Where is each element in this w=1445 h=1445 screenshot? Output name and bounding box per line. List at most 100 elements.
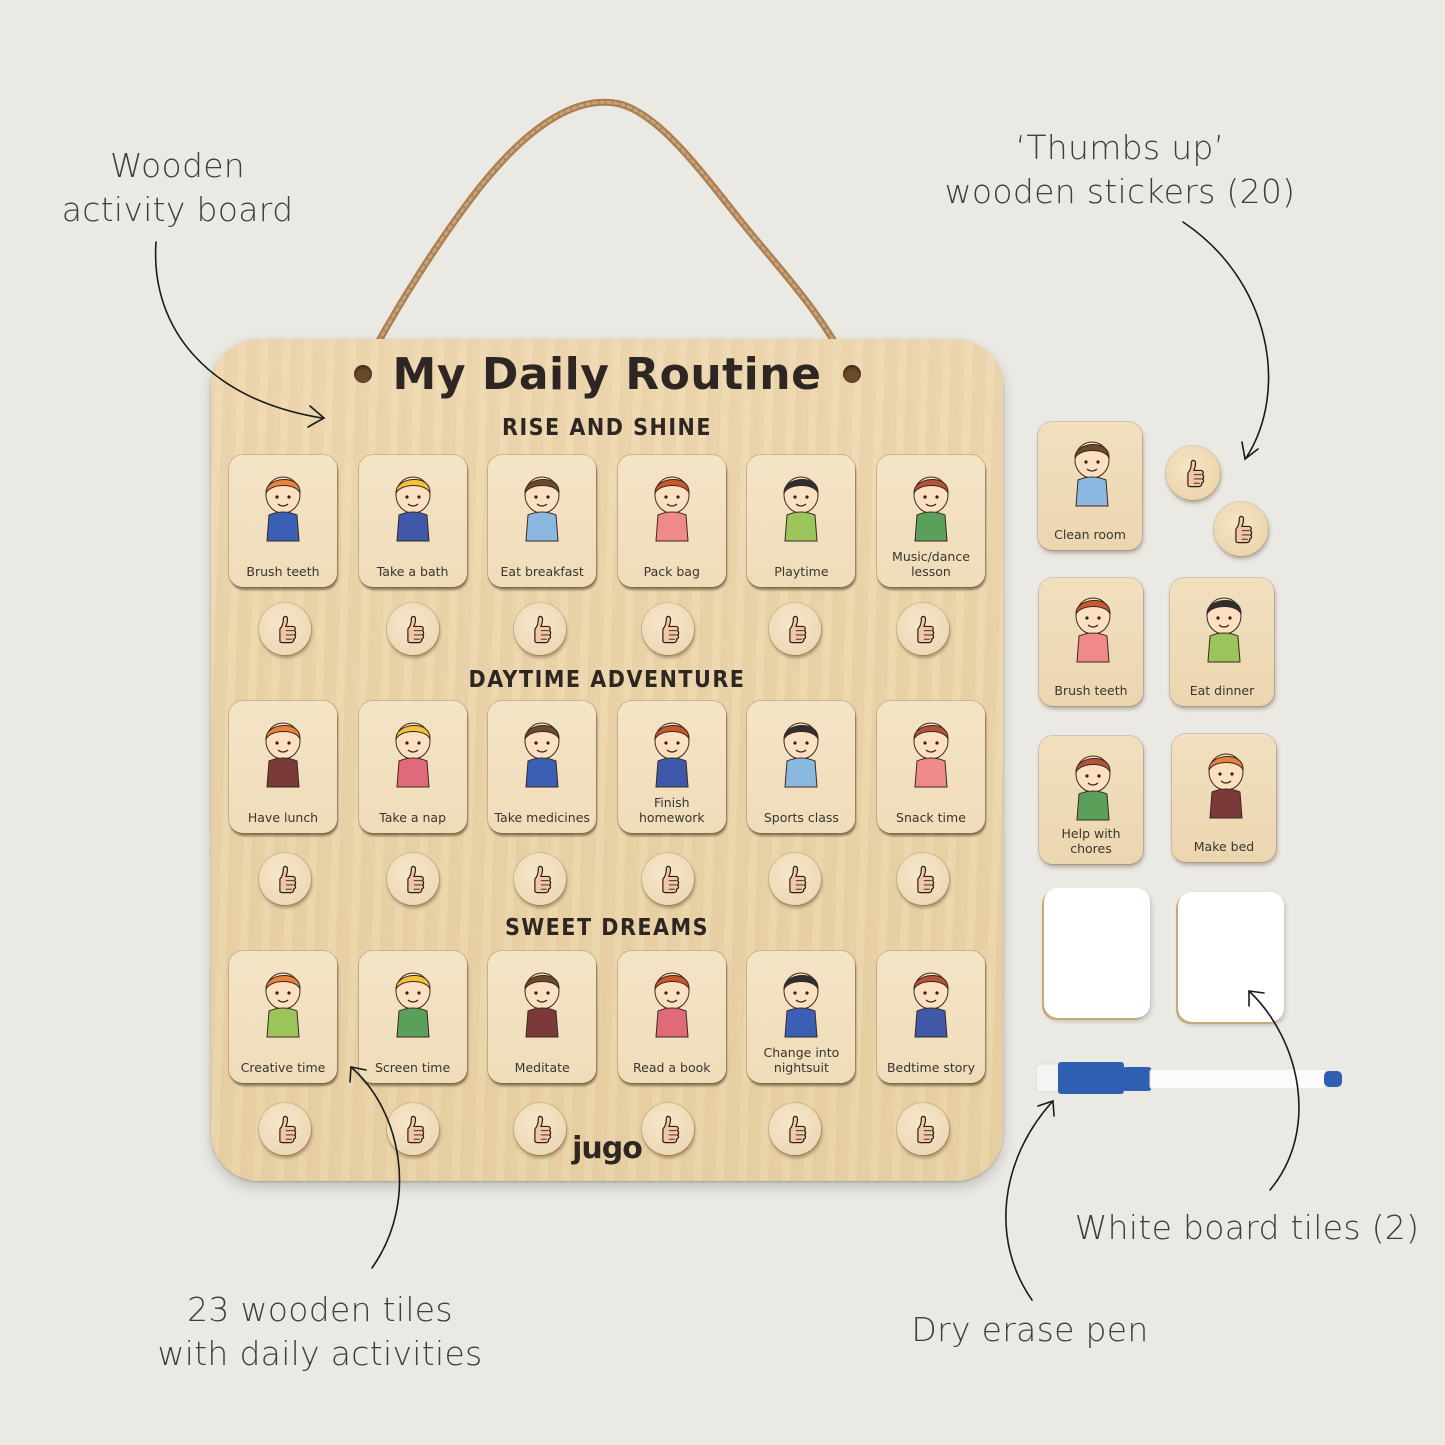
pajamas-icon xyxy=(759,963,843,1043)
thumbs-up-icon[interactable] xyxy=(769,853,822,905)
thumbs-up-icon[interactable] xyxy=(386,853,439,905)
wooden-activity-board: My Daily Routine RISE AND SHINE Brush te… xyxy=(211,339,1003,1181)
activity-tile[interactable]: Creative time xyxy=(229,951,337,1083)
activity-tile[interactable]: Change into nightsuit xyxy=(747,951,856,1083)
loose-tile[interactable]: Clean room xyxy=(1038,422,1142,550)
tile-row-daytime: Have lunch Take a nap Take medicines Fin… xyxy=(229,701,985,833)
thumbs-up-icon[interactable] xyxy=(641,1103,694,1155)
medicine-icon xyxy=(500,713,584,793)
loose-tile[interactable]: Eat dinner xyxy=(1170,578,1274,706)
activity-tile[interactable]: Meditate xyxy=(488,951,597,1083)
section-title-rise-and-shine: RISE AND SHINE xyxy=(502,415,712,441)
laptop-icon xyxy=(371,963,455,1043)
activity-tile-label: Finish homework xyxy=(638,795,705,825)
trash-bag-icon xyxy=(1050,432,1130,514)
thumbs-row-morning xyxy=(259,603,949,655)
annotation-wooden-tiles: 23 wooden tiles with daily activities xyxy=(157,1290,483,1373)
activity-tile[interactable]: Music/dance lesson xyxy=(876,455,985,587)
soccer-icon xyxy=(759,713,843,793)
activity-tile[interactable]: Sports class xyxy=(747,701,856,833)
thumbs-up-icon[interactable] xyxy=(514,1103,567,1155)
lunch-icon xyxy=(241,713,325,793)
loose-tile[interactable]: Brush teeth xyxy=(1039,578,1143,706)
thumbs-up-icon[interactable] xyxy=(896,853,949,905)
thumbs-up-icon[interactable] xyxy=(259,603,311,655)
activity-tile-label: Pack bag xyxy=(643,564,700,579)
loose-thumbs-up-sticker[interactable] xyxy=(1166,446,1220,500)
activity-tile[interactable]: Take a bath xyxy=(358,455,467,587)
tile-row-morning: Brush teeth Take a bath Eat breakfast Pa… xyxy=(229,455,985,587)
board-title: My Daily Routine xyxy=(392,349,822,400)
activity-tile-label: Screen time xyxy=(374,1060,451,1075)
section-title-sweet-dreams: SWEET DREAMS xyxy=(504,915,710,941)
activity-tile-label: Snack time xyxy=(896,810,966,825)
painting-icon xyxy=(241,963,325,1043)
thumbs-up-icon[interactable] xyxy=(259,1103,311,1155)
activity-tile[interactable]: Have lunch xyxy=(229,701,337,833)
backpack-icon xyxy=(630,467,714,547)
activity-tile[interactable]: Eat breakfast xyxy=(488,455,597,587)
annotation-wooden-board: Wooden activity board xyxy=(61,146,294,229)
activity-tile[interactable]: Screen time xyxy=(358,951,467,1083)
thumbs-up-icon[interactable] xyxy=(641,603,694,655)
loose-tile[interactable]: Make bed xyxy=(1172,734,1276,862)
activity-tile-label: Take medicines xyxy=(494,810,590,825)
guitar-icon xyxy=(889,467,973,547)
watering-can-icon xyxy=(1051,746,1131,828)
meditate-icon xyxy=(500,963,584,1043)
activity-tile[interactable]: Pack bag xyxy=(617,455,726,587)
thumbs-up-icon[interactable] xyxy=(386,603,439,655)
activity-tile[interactable]: Brush teeth xyxy=(229,455,337,587)
activity-tile-label: Eat breakfast xyxy=(500,564,584,579)
activity-tile-label: Playtime xyxy=(774,564,829,579)
activity-tile[interactable]: Bedtime story xyxy=(876,951,985,1083)
activity-tile-label: Brush teeth xyxy=(246,564,320,579)
breakfast-icon xyxy=(500,467,584,547)
bedtime-icon xyxy=(889,963,973,1043)
dry-erase-pen[interactable] xyxy=(1034,1058,1346,1098)
annotation-dry-erase-pen: Dry erase pen xyxy=(911,1310,1149,1349)
jugo-logo: jugo xyxy=(572,1131,643,1166)
activity-tile-label: Bedtime story xyxy=(886,1060,975,1075)
tile-row-evening: Creative time Screen time Meditate Read … xyxy=(229,951,985,1083)
thumbs-up-icon[interactable] xyxy=(769,603,822,655)
whiteboard-tile[interactable] xyxy=(1044,888,1150,1018)
activity-tile-label: Have lunch xyxy=(247,810,319,825)
activity-tile-label: Take a bath xyxy=(376,564,449,579)
thumbs-up-icon[interactable] xyxy=(641,853,694,905)
hanging-hole-right xyxy=(843,365,861,383)
activity-tile[interactable]: Take a nap xyxy=(358,701,467,833)
hanging-hole-left xyxy=(354,365,372,383)
activity-tile[interactable]: Take medicines xyxy=(488,701,597,833)
slide-icon xyxy=(759,467,843,547)
dinner-icon xyxy=(1182,588,1262,670)
thumbs-up-icon[interactable] xyxy=(769,1103,822,1155)
thumbs-up-icon[interactable] xyxy=(896,1103,949,1155)
activity-tile[interactable]: Playtime xyxy=(747,455,856,587)
thumbs-up-icon[interactable] xyxy=(259,853,311,905)
activity-tile-label: Meditate xyxy=(514,1060,570,1075)
book-icon xyxy=(630,963,714,1043)
nap-icon xyxy=(371,713,455,793)
activity-tile-label: Read a book xyxy=(633,1060,711,1075)
thumbs-up-icon[interactable] xyxy=(896,603,949,655)
activity-tile-label: Take a nap xyxy=(379,810,447,825)
homework-icon xyxy=(630,713,714,793)
activity-tile[interactable]: Finish homework xyxy=(617,701,726,833)
annotation-whiteboard-tiles: White board tiles (2) xyxy=(1074,1208,1420,1247)
activity-tile[interactable]: Read a book xyxy=(617,951,726,1083)
bath-icon xyxy=(371,467,455,547)
annotation-thumbs-stickers: ‘Thumbs up’ wooden stickers (20) xyxy=(944,128,1296,211)
activity-tile[interactable]: Snack time xyxy=(876,701,985,833)
brush-teeth-icon xyxy=(241,467,325,547)
section-title-daytime-adventure: DAYTIME ADVENTURE xyxy=(468,667,746,693)
thumbs-row-daytime xyxy=(259,853,949,905)
loose-tile[interactable]: Help with chores xyxy=(1039,736,1143,864)
thumbs-up-icon[interactable] xyxy=(514,853,567,905)
whiteboard-tile[interactable] xyxy=(1178,892,1284,1022)
loose-thumbs-up-sticker[interactable] xyxy=(1214,502,1268,556)
activity-tile-label: Change into nightsuit xyxy=(763,1045,840,1075)
brush-teeth-icon xyxy=(1051,588,1131,670)
thumbs-up-icon[interactable] xyxy=(514,603,567,655)
